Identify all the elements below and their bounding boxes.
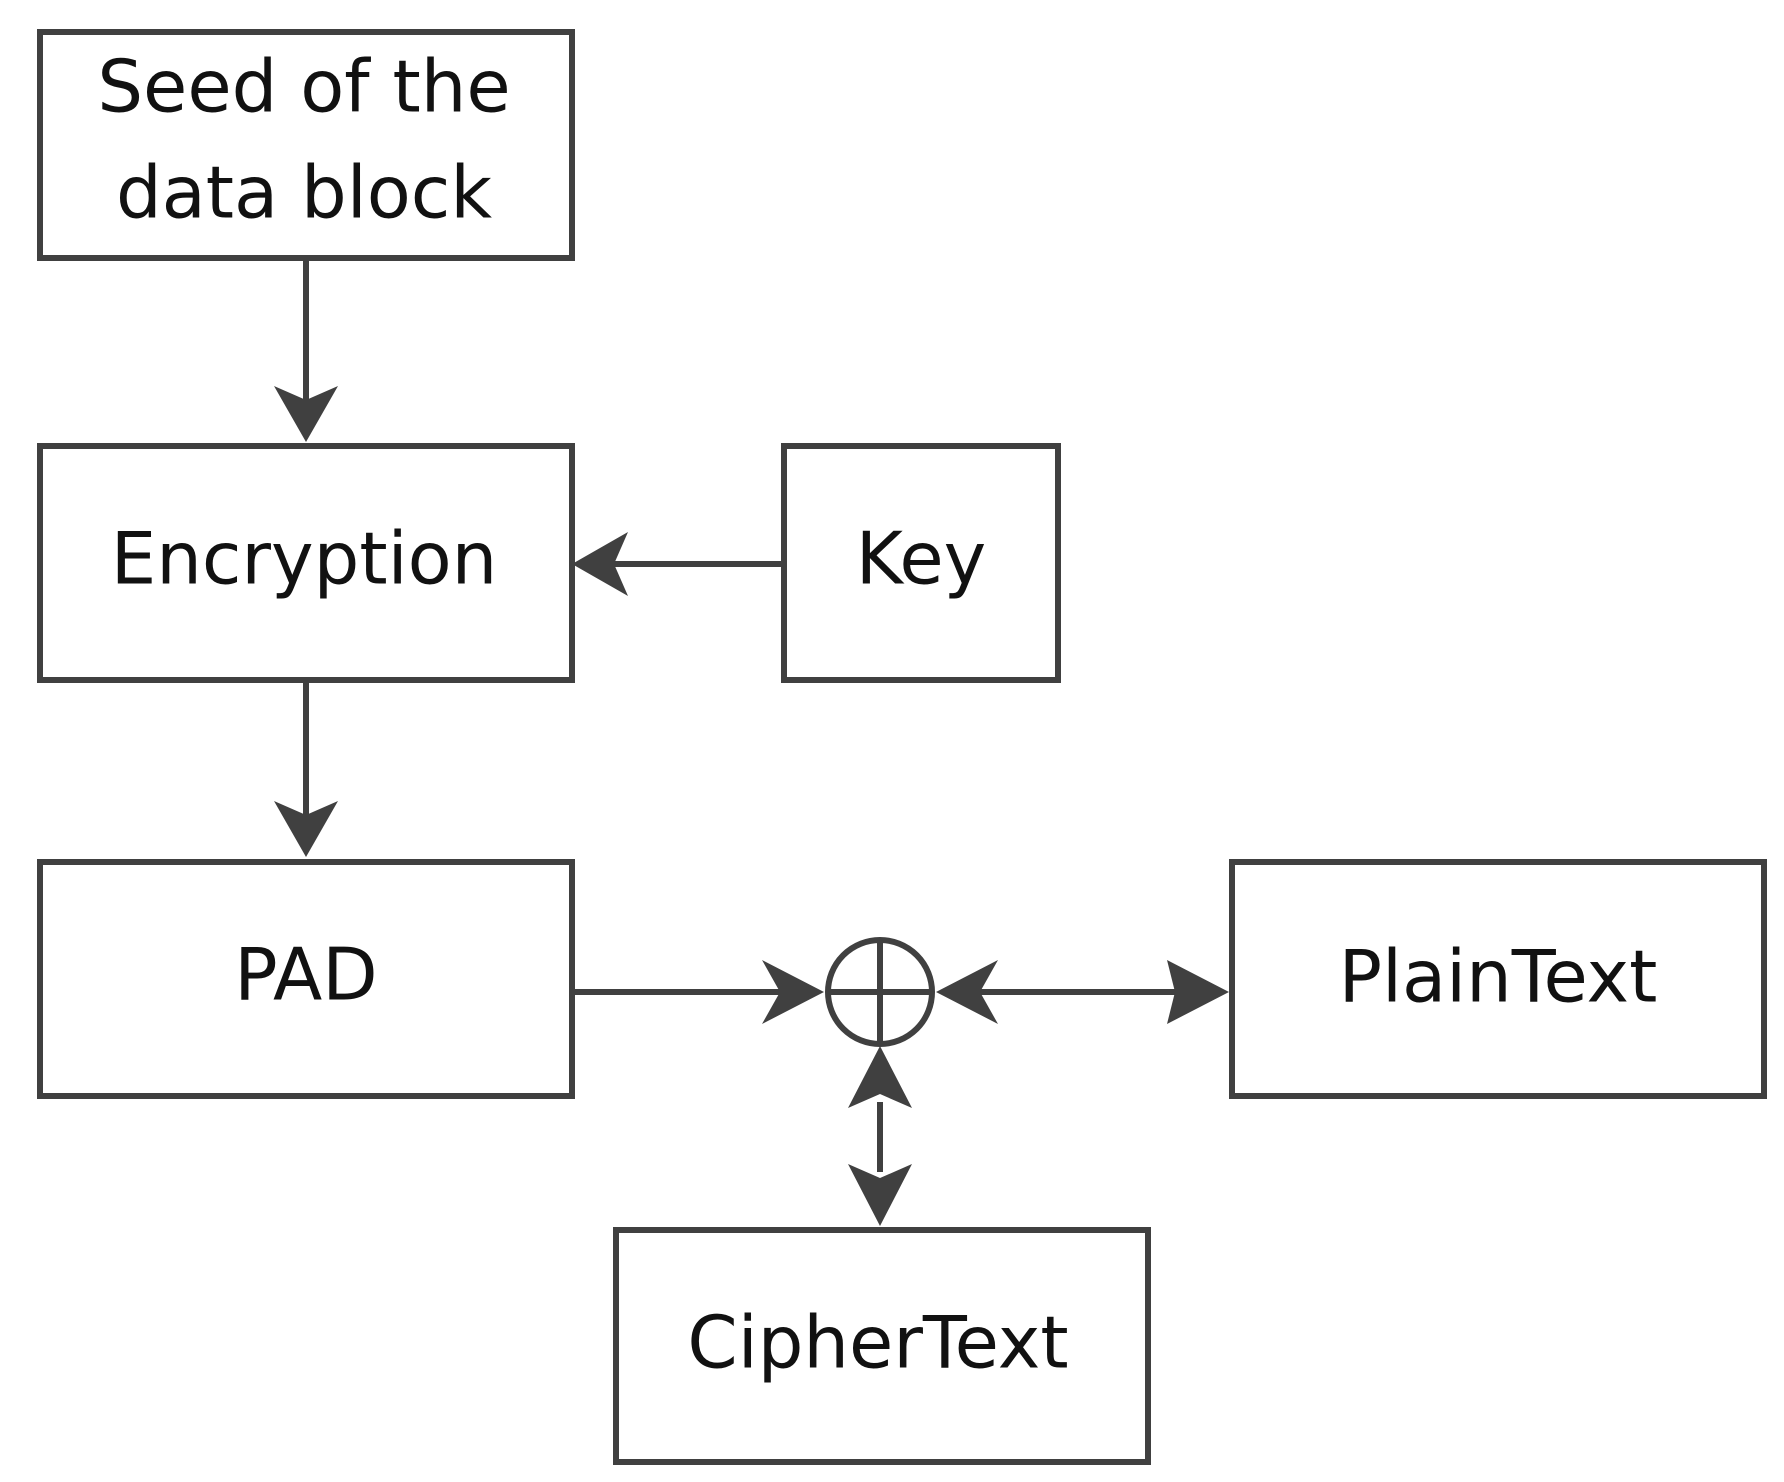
arrowhead-into-encryption <box>274 386 338 442</box>
pad-label: PAD <box>234 933 378 1017</box>
arrowhead-into-encryption-from-key <box>572 532 628 596</box>
node-seed-of-data-block: Seed of the data block <box>37 29 575 261</box>
ciphertext-label: CipherText <box>687 1301 1068 1385</box>
arrowhead-into-xor-from-plaintext <box>936 960 998 1024</box>
key-box <box>781 443 1061 683</box>
ciphertext-box <box>613 1227 1151 1465</box>
node-pad: PAD <box>37 859 575 1099</box>
arrowhead-into-xor-from-pad <box>762 960 824 1024</box>
node-encryption: Encryption <box>37 443 575 683</box>
xor-circle-plus-icon <box>825 937 935 1047</box>
arrowhead-into-plaintext <box>1167 960 1229 1024</box>
pad-box <box>37 859 575 1099</box>
key-label: Key <box>856 517 987 601</box>
plaintext-box <box>1229 859 1767 1099</box>
arrowhead-into-ciphertext <box>848 1164 912 1226</box>
edges <box>274 258 1229 1226</box>
seed-label-line2: data block <box>116 151 492 235</box>
arrowhead-into-pad <box>274 801 338 857</box>
seed-box <box>37 29 575 261</box>
node-ciphertext: CipherText <box>613 1227 1151 1465</box>
plaintext-label: PlainText <box>1339 935 1658 1019</box>
arrowhead-into-xor-from-ciphertext <box>848 1046 912 1108</box>
node-plaintext: PlainText <box>1229 859 1767 1099</box>
encryption-label: Encryption <box>111 517 498 601</box>
encryption-box <box>37 443 575 683</box>
node-key: Key <box>781 443 1061 683</box>
seed-label-line1: Seed of the <box>97 45 510 129</box>
